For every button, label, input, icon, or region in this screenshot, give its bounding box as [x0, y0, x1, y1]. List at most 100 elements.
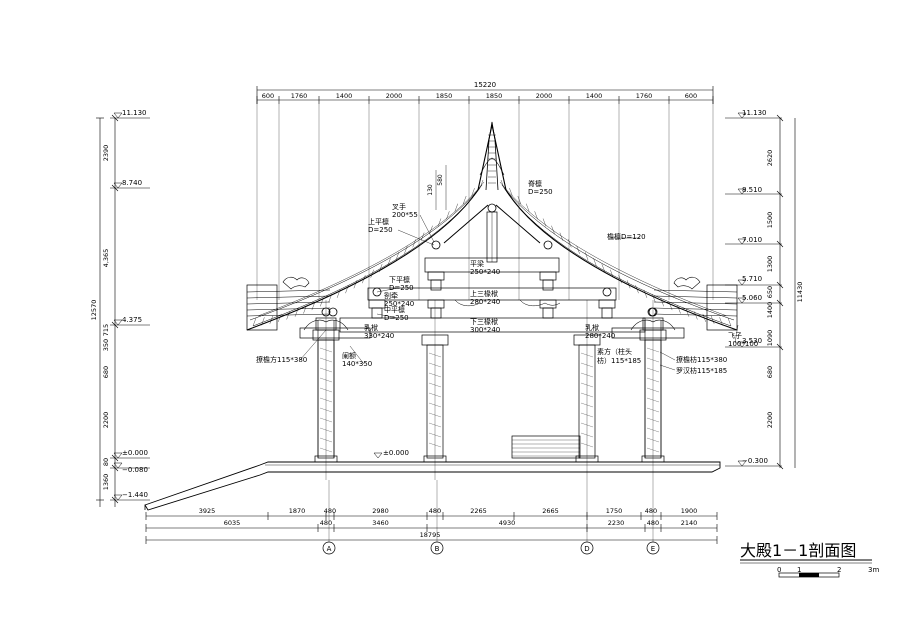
- label-xiasan-chuan-size: 300*240: [470, 326, 500, 334]
- scale-tick-3: 3m: [868, 566, 879, 574]
- bottom-dim-row1-5: 2265: [470, 507, 487, 515]
- right-elevation-1: 8.510: [742, 186, 762, 194]
- roof-tile-hatch: [454, 203, 458, 212]
- roof-tile-hatch: [261, 317, 265, 326]
- roof-tile-hatch: [471, 188, 475, 197]
- right-dim-7: 2200: [766, 412, 774, 429]
- dougong-block: [368, 299, 386, 309]
- elevation-marker: [737, 279, 747, 286]
- eave-purlin: [648, 307, 658, 317]
- label-lan-e-size: 140*350: [342, 360, 372, 368]
- ruchuan-left-beam: [299, 327, 371, 339]
- eave-rafter: [246, 295, 331, 299]
- roof-tile-hatch: [345, 285, 349, 294]
- roof-layer: [252, 187, 481, 327]
- right-dim-6: 680: [766, 366, 774, 378]
- roof-tile-hatch: [353, 280, 358, 289]
- right-elevation-3: 5.710: [742, 275, 762, 283]
- label-ruchuan-right: 乳栿: [585, 323, 599, 332]
- roof-tile-hatch: [420, 232, 425, 241]
- purlin-section: [328, 307, 338, 317]
- eave-rafter: [246, 301, 331, 305]
- elevation-marker: [737, 238, 747, 245]
- label-chashou-size: 200*55: [392, 211, 418, 219]
- eave-bracket: [630, 319, 676, 331]
- annotation-leader: [376, 313, 399, 319]
- right-elevation-6: −0.300: [742, 457, 768, 465]
- label-lan-e: 阑额: [342, 351, 356, 360]
- eave-rafter: [246, 289, 331, 293]
- left-dim-1: 4,365: [102, 249, 110, 268]
- roof-tile-hatch: [412, 239, 416, 248]
- axis-bubble-B: [430, 541, 444, 555]
- roof-tile-hatch: [370, 269, 374, 278]
- ridge-ornament: [485, 121, 499, 191]
- label-su-fang: 素方（柱头: [597, 347, 632, 356]
- right-dim-tick: [776, 299, 784, 307]
- top-dim-segment: 1760: [291, 92, 308, 100]
- right-dim-3: 650: [766, 286, 774, 298]
- left-dim-tick: [111, 464, 119, 472]
- roof-tile-hatch: [635, 285, 639, 294]
- bottom-dim-row1-4: 480: [429, 507, 441, 515]
- right-dim-8: 11430: [796, 282, 804, 303]
- roof-tile-hatch: [286, 311, 290, 320]
- elevation-marker: [737, 112, 747, 119]
- dougong-block: [430, 307, 442, 319]
- left-dim-2: 715: [102, 324, 110, 336]
- label-ping-liang: 平梁: [470, 259, 484, 268]
- left-dim-5: 2200: [102, 412, 110, 429]
- roof-layer: [501, 184, 735, 321]
- right-elevation-0: 11.130: [742, 109, 767, 117]
- label-feizi-size: 100*100: [728, 340, 758, 348]
- roof-tile-hatch: [395, 252, 400, 261]
- right-elevation-5: 3.530: [742, 337, 762, 345]
- right-dim-tick: [776, 462, 784, 470]
- elevation-marker: [113, 182, 123, 189]
- right-dim-1: 1500: [766, 212, 774, 229]
- bottom-dim-row1-6: 2665: [542, 507, 559, 515]
- purlin-section: [602, 287, 612, 297]
- bottom-dim-row1-2: 480: [324, 507, 336, 515]
- elevation-marker: [737, 188, 747, 195]
- left-dim-tick: [111, 114, 119, 122]
- label-dim-580: 580: [437, 174, 444, 186]
- right-elevation-4: 5.060: [742, 294, 762, 302]
- roof-tile-hatch: [542, 218, 547, 227]
- roof-tile-hatch: [446, 211, 450, 220]
- label-lower-purlin-size: D=250: [389, 284, 414, 292]
- eave-bracket: [303, 319, 349, 331]
- left-dim-tick: [111, 454, 119, 462]
- elevation-marker: [113, 494, 123, 501]
- dougong-block: [430, 279, 442, 291]
- annotation-leader: [299, 329, 327, 361]
- eave-purlin: [321, 307, 331, 317]
- label-shangsan-chuan: 上三椽栿: [470, 289, 498, 298]
- roof-tile-hatch: [269, 315, 273, 324]
- right-dim-tick: [776, 343, 784, 351]
- eave-rafter: [653, 313, 738, 317]
- chashou-strut-left: [443, 204, 489, 244]
- roof-tile-hatch: [534, 211, 538, 220]
- eave-rafter: [653, 289, 738, 293]
- right-dim-2: 1300: [766, 256, 774, 273]
- roof-tile-hatch: [568, 239, 572, 248]
- bottom-dim-row1-7: 1750: [606, 507, 623, 515]
- label-ping-liang-size: 250*240: [470, 268, 500, 276]
- roof-layer: [257, 181, 485, 317]
- roof-tile-hatch: [429, 225, 433, 234]
- bottom-dim-row2-1: 480: [320, 519, 332, 527]
- axis-label-A: A: [327, 545, 332, 553]
- label-liaoyan-fang-right: 撩檐枋115*380: [676, 355, 727, 364]
- bottom-dim-row1-0: 3925: [199, 507, 216, 515]
- dougong-block: [542, 279, 554, 291]
- axis-label-D: D: [584, 545, 589, 553]
- right-dim-tick: [776, 281, 784, 289]
- scale-tick-2: 2: [837, 566, 841, 574]
- roof-tile-hatch: [601, 264, 606, 273]
- eave-rafter: [653, 301, 738, 305]
- label-feizi: 飞子: [728, 332, 742, 340]
- annotation-leader: [397, 229, 435, 246]
- right-eave-block: [706, 284, 738, 331]
